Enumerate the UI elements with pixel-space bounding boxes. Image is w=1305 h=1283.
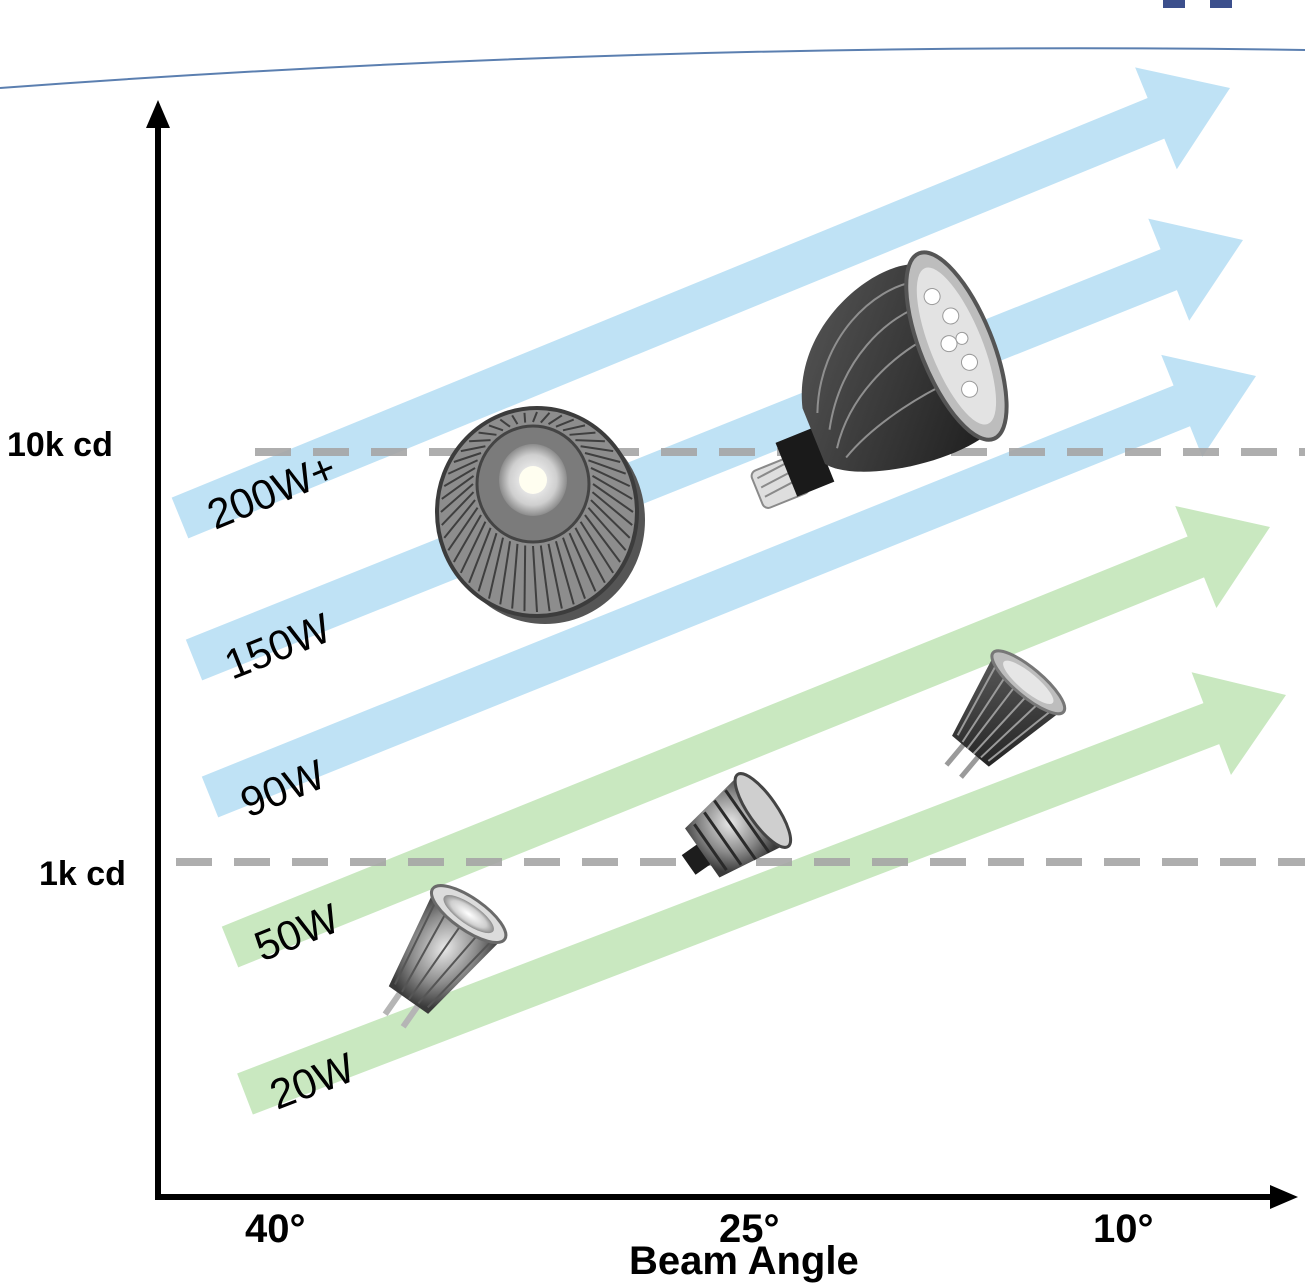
ar111-fin	[523, 545, 527, 612]
ar111-fin	[452, 514, 482, 563]
ar111-fin	[468, 527, 492, 584]
mr16-lamp-medium-icon	[681, 772, 793, 878]
ar111-fin	[592, 483, 634, 513]
ar111-fin	[547, 414, 563, 425]
ar111-fin	[579, 521, 615, 574]
ar111-fin	[478, 431, 497, 436]
ar111-fin	[588, 459, 627, 475]
x-axis-title: Beam Angle	[629, 1239, 859, 1283]
ar111-fin	[574, 527, 606, 584]
band-arrow-90w	[201, 354, 1257, 818]
ar111-fin	[562, 424, 586, 432]
ar111-fin	[584, 514, 621, 563]
ar111-fin	[441, 491, 475, 526]
ar111-fin	[453, 452, 482, 463]
ar111-fin	[569, 431, 596, 436]
ar111-fin	[555, 418, 575, 428]
ar111-fin	[532, 411, 538, 423]
ar111-fin	[488, 537, 504, 599]
ar111-fin	[591, 475, 633, 500]
x-tick-label-10: 10°	[1093, 1207, 1154, 1251]
ar111-fin	[568, 532, 597, 592]
band-arrow-50w	[221, 505, 1270, 968]
ar111-fin	[460, 445, 486, 453]
ar111-fin	[540, 412, 551, 424]
ar111-fin	[499, 541, 512, 605]
ar111-fin	[447, 507, 479, 551]
ar111-fin	[523, 412, 527, 423]
band-arrow-20w	[237, 672, 1287, 1115]
ar111-lamp-icon	[435, 406, 645, 624]
mr16-lamp-finned-icon	[944, 649, 1067, 779]
header-divider-line	[0, 47, 1305, 89]
ar111-fin	[511, 543, 519, 609]
ar111-fin	[590, 467, 631, 488]
ar111-fin	[580, 445, 614, 453]
ar111-fin	[459, 521, 487, 574]
y-tick-label-1k: 1k cd	[39, 855, 126, 893]
ar111-fin	[539, 545, 551, 612]
ar111-fin	[469, 439, 491, 443]
band-arrow-200w	[171, 67, 1231, 539]
ar111-fin	[584, 452, 621, 463]
ar111-fin	[575, 439, 605, 443]
x-axis-arrowhead	[1270, 1185, 1298, 1209]
ar111-fin	[477, 532, 498, 592]
ar111-fin	[499, 418, 511, 428]
x-tick-label-40: 40°	[245, 1207, 306, 1251]
ar111-fin	[440, 483, 474, 513]
ar111-fin	[547, 543, 563, 609]
ar111-fin	[443, 467, 476, 487]
ar111-fin	[532, 545, 538, 613]
x-tick-label-25: 25°	[719, 1207, 780, 1251]
header-title-fragment	[1163, 0, 1185, 8]
ar111-fin	[562, 537, 586, 599]
ar111-fin	[587, 507, 627, 551]
y-tick-label-10k: 10k cd	[7, 426, 113, 464]
ar111-fin	[443, 499, 476, 539]
ar111-fin	[591, 491, 633, 526]
mr16-lamp-small-icon	[382, 884, 508, 1029]
y-axis-arrowhead	[146, 100, 170, 128]
header-title-fragment	[1210, 0, 1232, 8]
ar111-fin	[488, 424, 504, 432]
par38-lamp-icon	[750, 250, 1009, 509]
ar111-fin	[554, 541, 575, 605]
ar111-fin	[447, 459, 478, 475]
ar111-fin	[441, 475, 475, 500]
ar111-fin	[590, 499, 631, 539]
ar111-fin	[511, 414, 519, 425]
